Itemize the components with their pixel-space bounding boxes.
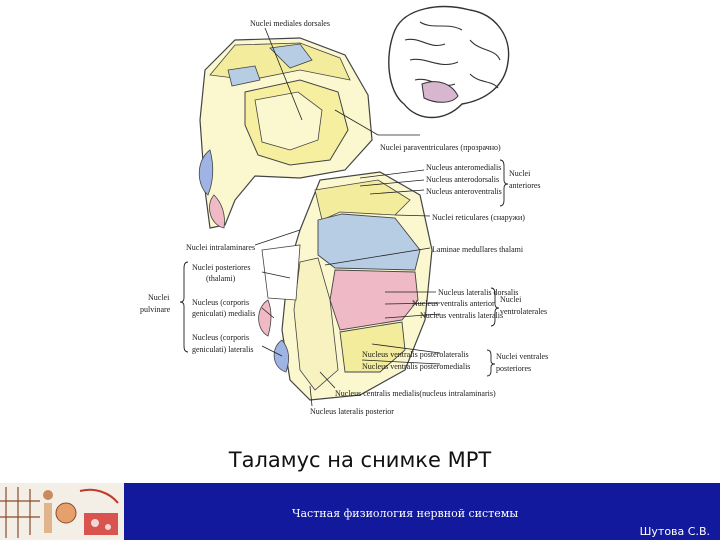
label-anteriores-2: anteriores <box>509 181 541 190</box>
label-lateralis-posterior: Nucleus lateralis posterior <box>310 407 394 416</box>
footer-author: Шутова С.В. <box>640 525 710 538</box>
label-ventrales-post-1: Nuclei ventrales <box>496 352 548 361</box>
anatomy-thumbnail <box>0 483 124 540</box>
label-posteriores-2: (thalami) <box>206 274 236 283</box>
brain-thumbnail <box>389 7 509 118</box>
label-ventralis-anterior: Nucleus ventralis anterior <box>412 299 495 308</box>
label-pulvinare-2: pulvinare <box>140 305 171 314</box>
label-vent-posterolateralis: Nucleus ventralis posterolateralis <box>362 350 469 359</box>
label-anteroventralis: Nucleus anteroventralis <box>426 187 502 196</box>
label-ventrolaterales-1: Nuclei <box>500 295 522 304</box>
label-ventralis-lateralis: Nucleus ventralis lateralis <box>420 311 503 320</box>
footer-course-title: Частная физиология нервной системы <box>292 507 518 520</box>
label-centralis-medialis: Nucleus centralis medialis(nucleus intra… <box>335 389 496 398</box>
label-ventrolaterales-2: ventrolaterales <box>500 307 547 316</box>
thalamus-diagram: Nuclei mediales dorsales Nuclei paravent… <box>0 0 720 440</box>
label-corporis-med-1: Nucleus (corporis <box>192 298 249 307</box>
label-paraventriculares: Nuclei paraventriculares (прозрачно) <box>380 143 501 152</box>
slide-caption: Таламус на снимке МРТ <box>0 448 720 472</box>
label-corporis-med-2: geniculati) medialis <box>192 309 255 318</box>
label-lamina: Laminae medullares thalami <box>432 245 524 254</box>
label-pulvinare-1: Nuclei <box>148 293 170 302</box>
label-mediales-dorsales: Nuclei mediales dorsales <box>250 19 330 28</box>
label-vent-posteromedialis: Nucleus ventralis posteromedialis <box>362 362 470 371</box>
label-ventrales-post-2: posteriores <box>496 364 531 373</box>
label-corporis-lat-1: Nucleus (corporis <box>192 333 249 342</box>
label-corporis-lat-2: geniculati) lateralis <box>192 345 254 354</box>
label-posteriores-1: Nuclei posteriores <box>192 263 250 272</box>
label-anteriores-1: Nuclei <box>509 169 531 178</box>
label-anterodorsalis: Nucleus anterodorsalis <box>426 175 499 184</box>
label-reticulares: Nuclei reticulares (снаружи) <box>432 213 525 222</box>
label-intralaminares: Nuclei intralaminares <box>186 243 255 252</box>
label-anteromedialis: Nucleus anteromedialis <box>426 163 501 172</box>
footer-bar: Частная физиология нервной системы Шутов… <box>0 483 720 540</box>
